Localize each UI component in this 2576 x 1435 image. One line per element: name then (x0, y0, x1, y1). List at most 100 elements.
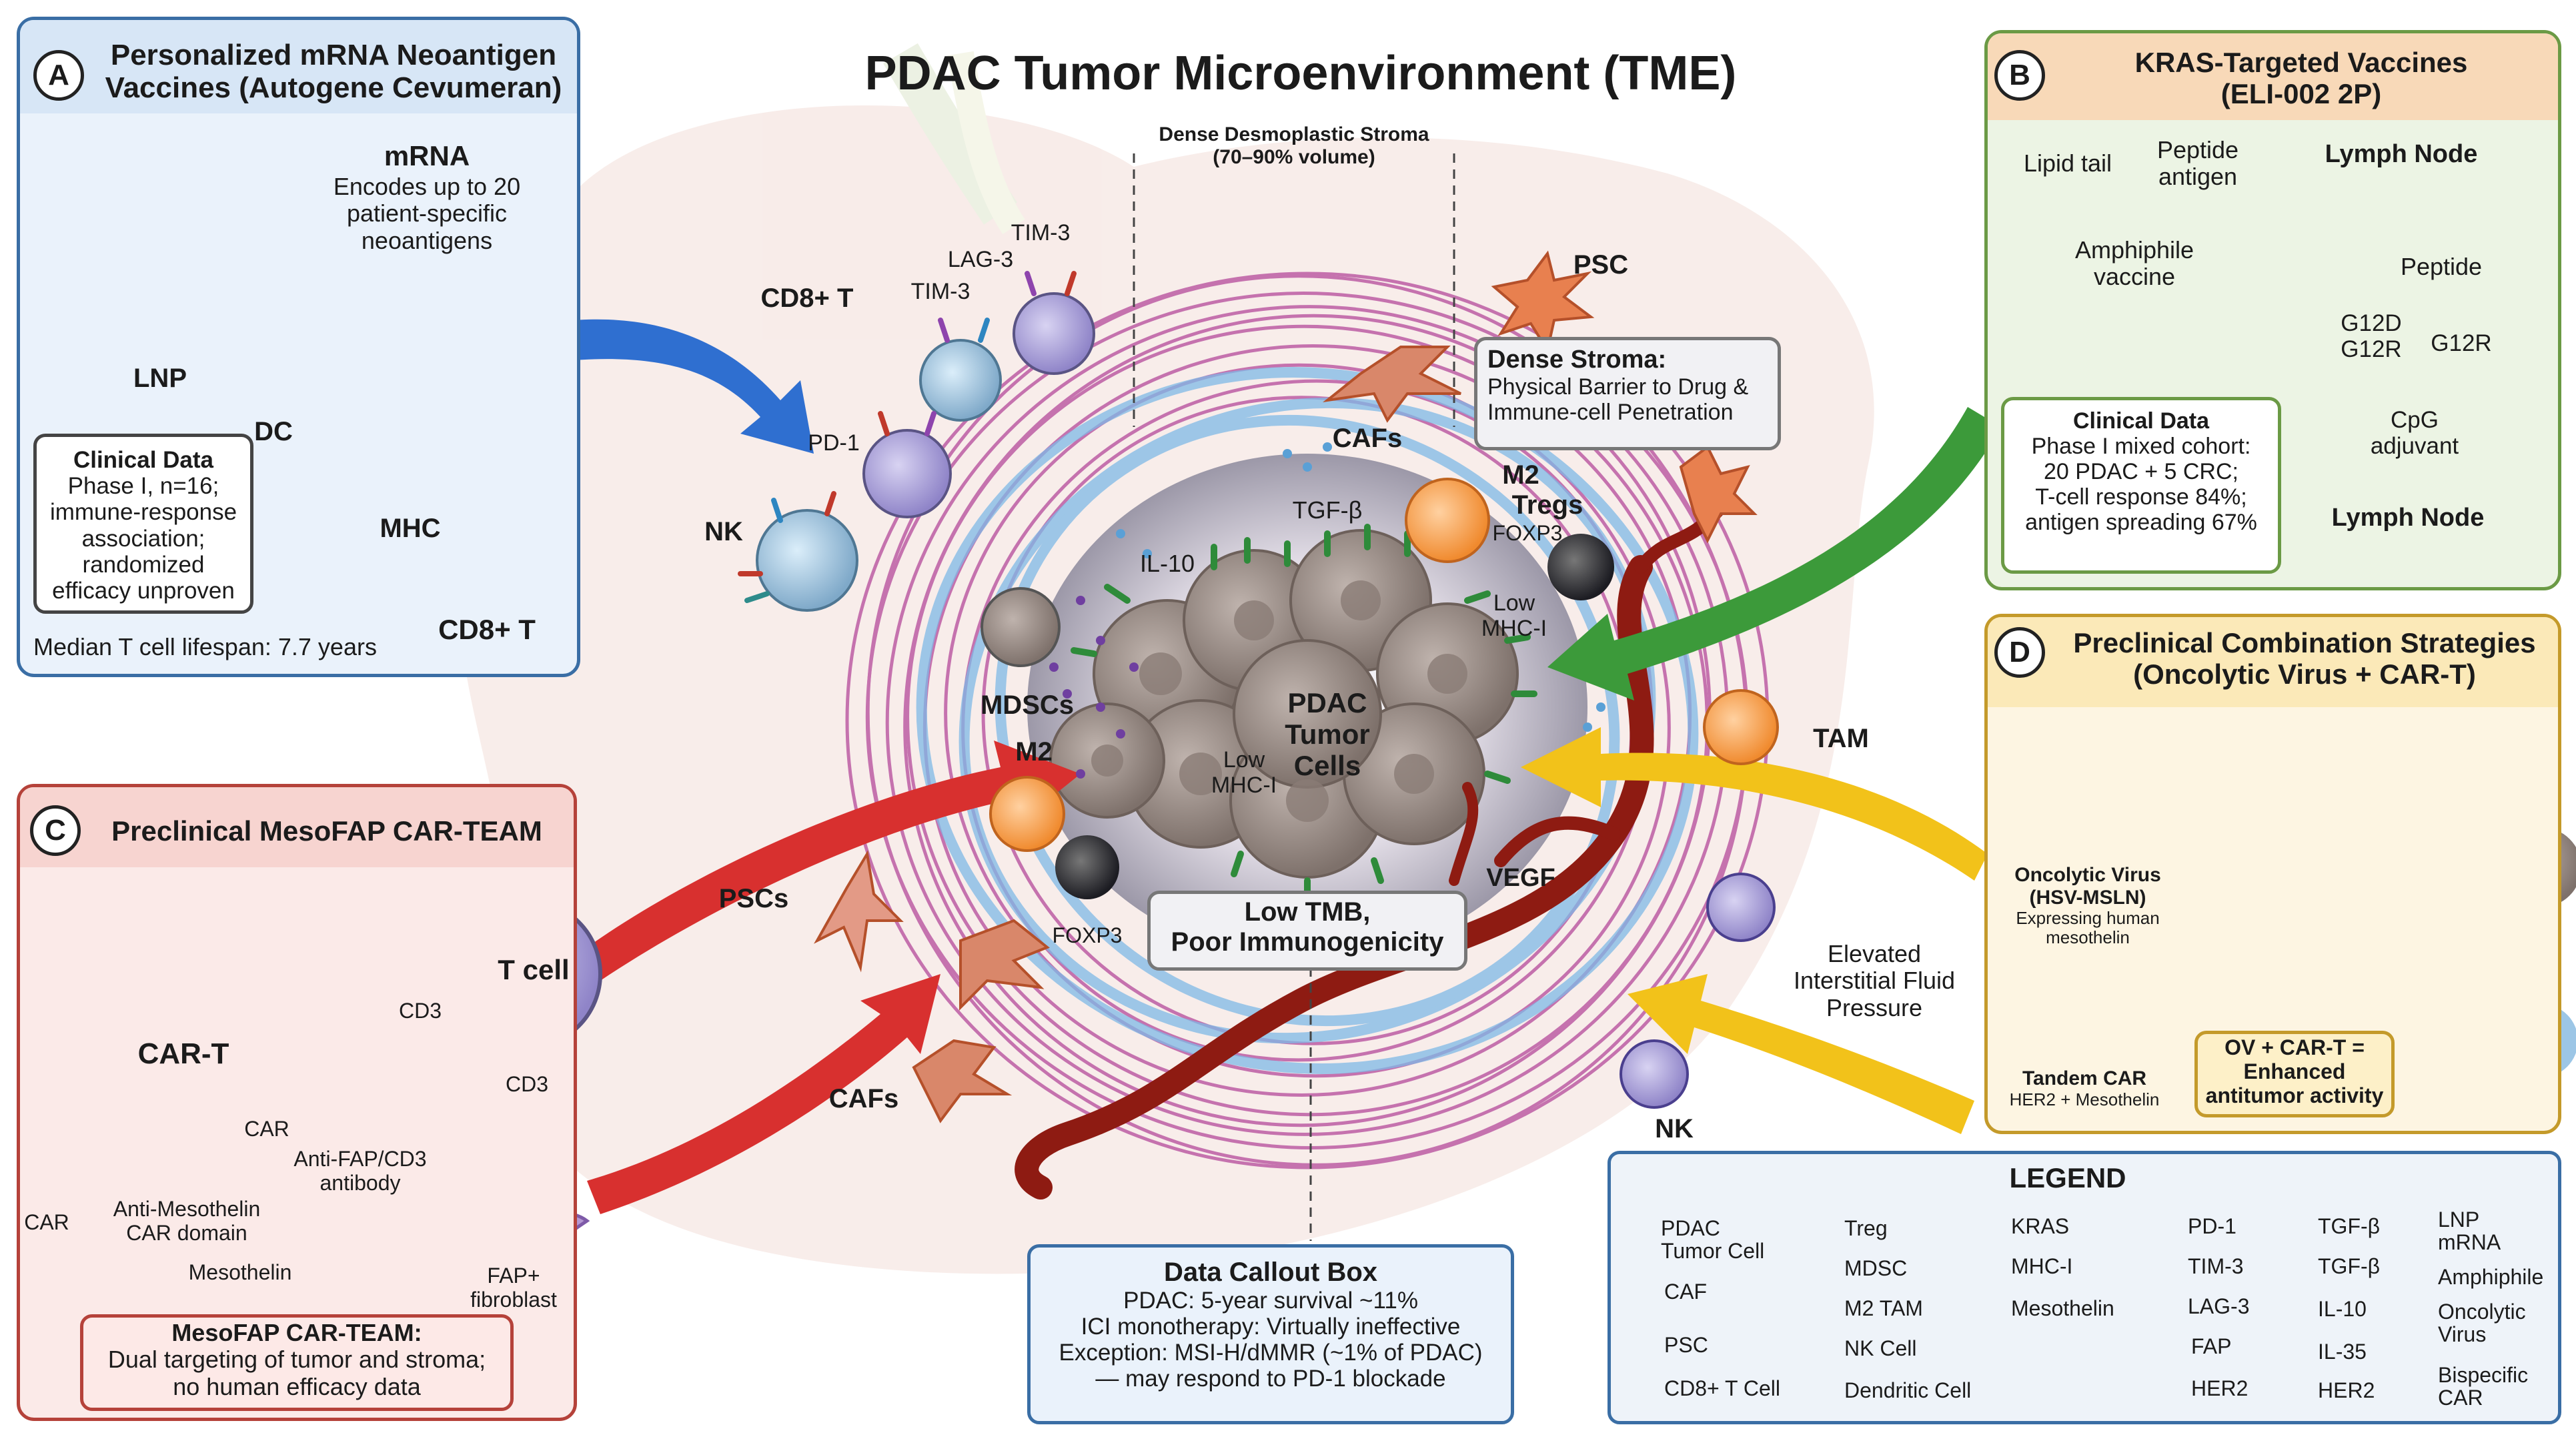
elevated-2: Interstitial Fluid (1793, 967, 1956, 995)
mesothelin-label: Mesothelin (188, 1260, 292, 1284)
psc-cafs (814, 250, 1758, 1123)
tumor-nuclei (1091, 580, 1467, 822)
tumor-l2: Tumor (1285, 719, 1370, 751)
peptide-antigen-2: antigen (2158, 163, 2238, 191)
peptide-label: Peptide (2400, 253, 2483, 280)
legend-meso: Mesothelin (2011, 1296, 2114, 1320)
lymph-node-top: Lymph Node (2325, 140, 2478, 168)
panel-b-badge: B (1994, 50, 2045, 101)
low-mhc-r2: MHC-I (1481, 616, 1547, 642)
panel-a-clinical-3: association; (81, 525, 205, 552)
mhc-label: MHC (380, 514, 441, 543)
label-tim3-a: TIM-3 (1011, 220, 1071, 246)
panel-a-header (20, 20, 577, 113)
legend-fap: FAP (2191, 1334, 2232, 1358)
legend-tim3: TIM-3 (2188, 1254, 2244, 1278)
panel-c-title: Preclinical MesoFAP CAR-TEAM (111, 815, 542, 847)
label-nk-bottom: NK (1655, 1114, 1694, 1143)
callout-4: — may respond to PD-1 blockade (1095, 1366, 1446, 1392)
dense-stroma-title: Dense Stroma: (1487, 346, 1667, 374)
legend-tgfb1: TGF-β (2318, 1214, 2381, 1238)
legend-her2: HER2 (2191, 1376, 2248, 1400)
callout-title: Data Callout Box (1163, 1258, 1378, 1287)
arrow-yellow-lower (1628, 974, 1974, 1134)
legend-mdsc: MDSC (1844, 1256, 1908, 1280)
combo-1: OV + CAR-T = (2224, 1035, 2365, 1059)
legend-amph: Amphiphile (2438, 1265, 2544, 1289)
legend-bispec: Bispecific CAR (2438, 1363, 2529, 1410)
panel-d-header (1988, 617, 2558, 707)
dense-stroma-1: Physical Barrier to Drug & (1487, 374, 1749, 400)
legend-dc: Dendritic Cell (1844, 1378, 1972, 1402)
arrow-blue (574, 319, 814, 454)
elevated-3: Pressure (1826, 993, 1923, 1021)
peptide-antigen-1: Peptide (2156, 136, 2239, 163)
label-tam: TAM (1813, 724, 1869, 753)
tumor-l3: Cells (1293, 750, 1361, 782)
m2-macrophages (989, 478, 1779, 852)
panel-a-clinical-box (33, 434, 253, 614)
panel-c-summary-text: MesoFAP CAR-TEAM: Dual targeting of tumo… (83, 1319, 510, 1400)
legend-psc: PSC (1664, 1333, 1708, 1357)
label-cafs-top: CAFs (1332, 424, 1403, 453)
panel-d-combo-text: OV + CAR-T = Enhanced antitumor activity (2198, 1035, 2391, 1107)
dense-stroma-2: Immune-cell Penetration (1487, 399, 1734, 425)
legend-pdac: PDAC Tumor Cell (1661, 1216, 1765, 1263)
label-foxp3-bottom: FOXP3 (1052, 923, 1123, 947)
panel-a-clinical-5: efficacy unproven (52, 577, 235, 604)
tandem-car-label: Tandem CAR HER2 + Mesothelin (1998, 1067, 2171, 1109)
combo-2: Enhanced (2243, 1059, 2346, 1083)
ov-label: Oncolytic Virus (HSV-MSLN) Expressing hu… (1998, 864, 2178, 947)
panel-a-title: Personalized mRNA Neoantigen Vaccines (A… (93, 39, 574, 105)
g12r-label-b: G12R (2431, 330, 2492, 356)
legend-ov: Oncolytic Virus (2438, 1300, 2526, 1346)
anti-fap-2: antibody (319, 1170, 401, 1195)
lnp-label: LNP (133, 364, 187, 393)
tmb-2: Poor Immunogenicity (1171, 927, 1444, 957)
legend-title: LEGEND (2009, 1162, 2126, 1193)
legend-caf: CAF (1664, 1280, 1707, 1304)
cytokines (1049, 596, 1139, 779)
panel-a-badge: A (33, 50, 84, 101)
car-t-label: CAR-T (137, 1037, 229, 1070)
legend-tgfb2: TGF-β (2318, 1254, 2381, 1278)
cpg-2: adjuvant (2370, 433, 2459, 460)
legend-lag3: LAG-3 (2188, 1294, 2250, 1318)
t-cell-label: T cell (498, 954, 570, 985)
stroma-header-line1: Dense Desmoplastic Stroma (1159, 123, 1429, 145)
tandem-1: Tandem CAR (2022, 1067, 2147, 1089)
g12-labels: G12D G12R (2328, 310, 2415, 362)
label-low-mhc-right: Low MHC-I (1474, 590, 1554, 641)
tumor-l1: PDAC (1287, 687, 1367, 719)
legend-nk: NK Cell (1844, 1336, 1917, 1360)
receptors (738, 271, 1077, 603)
label-vegf: VEGF (1486, 864, 1555, 892)
car-left-label: CAR (24, 1210, 69, 1234)
tandem-2: HER2 + Mesothelin (2009, 1089, 2160, 1109)
label-tgfb: TGF-β (1292, 496, 1363, 524)
panel-a-clinical-4: randomized (82, 551, 205, 578)
panel-d-title-line2: (Oncolytic Virus + CAR-T) (2133, 658, 2476, 690)
panel-c-summary-title: MesoFAP CAR-TEAM: (171, 1319, 422, 1346)
combo-3: antitumor activity (2205, 1083, 2384, 1107)
arrow-yellow-upper (1521, 727, 1988, 881)
panel-a-clinical-title: Clinical Data (73, 447, 214, 473)
page-title: PDAC Tumor Microenvironment (TME) (864, 47, 1737, 100)
panel-b-header (1988, 33, 2558, 120)
label-cafs-left: CAFs (828, 1084, 899, 1113)
label-lag3: LAG-3 (947, 247, 1014, 272)
dashed-guides (1133, 153, 1455, 1241)
panel-a-clinical-text: Clinical Data Phase I, n=16; immune-resp… (37, 447, 250, 604)
label-pscs-left: PSCs (718, 884, 789, 913)
dense-stroma-text: Dense Stroma: Physical Barrier to Drug &… (1477, 346, 1788, 425)
label-il10: IL-10 (1139, 550, 1195, 577)
panel-a-clinical-2: immune-response (49, 499, 237, 526)
cd3-label-a: CD3 (398, 999, 442, 1023)
tmb-text: Low TMB, Poor Immunogenicity (1151, 897, 1464, 957)
legend-mhc: MHC-I (2011, 1254, 2073, 1278)
panel-b-clinical-title: Clinical Data (2072, 408, 2210, 434)
lymph-node-bottom: Lymph Node (2331, 504, 2485, 532)
panel-b-clinical-3: T-cell response 84%; (2035, 484, 2247, 510)
mrna-desc-1: Encodes up to 20 (333, 173, 521, 200)
elevated-1: Elevated (1827, 940, 1922, 967)
